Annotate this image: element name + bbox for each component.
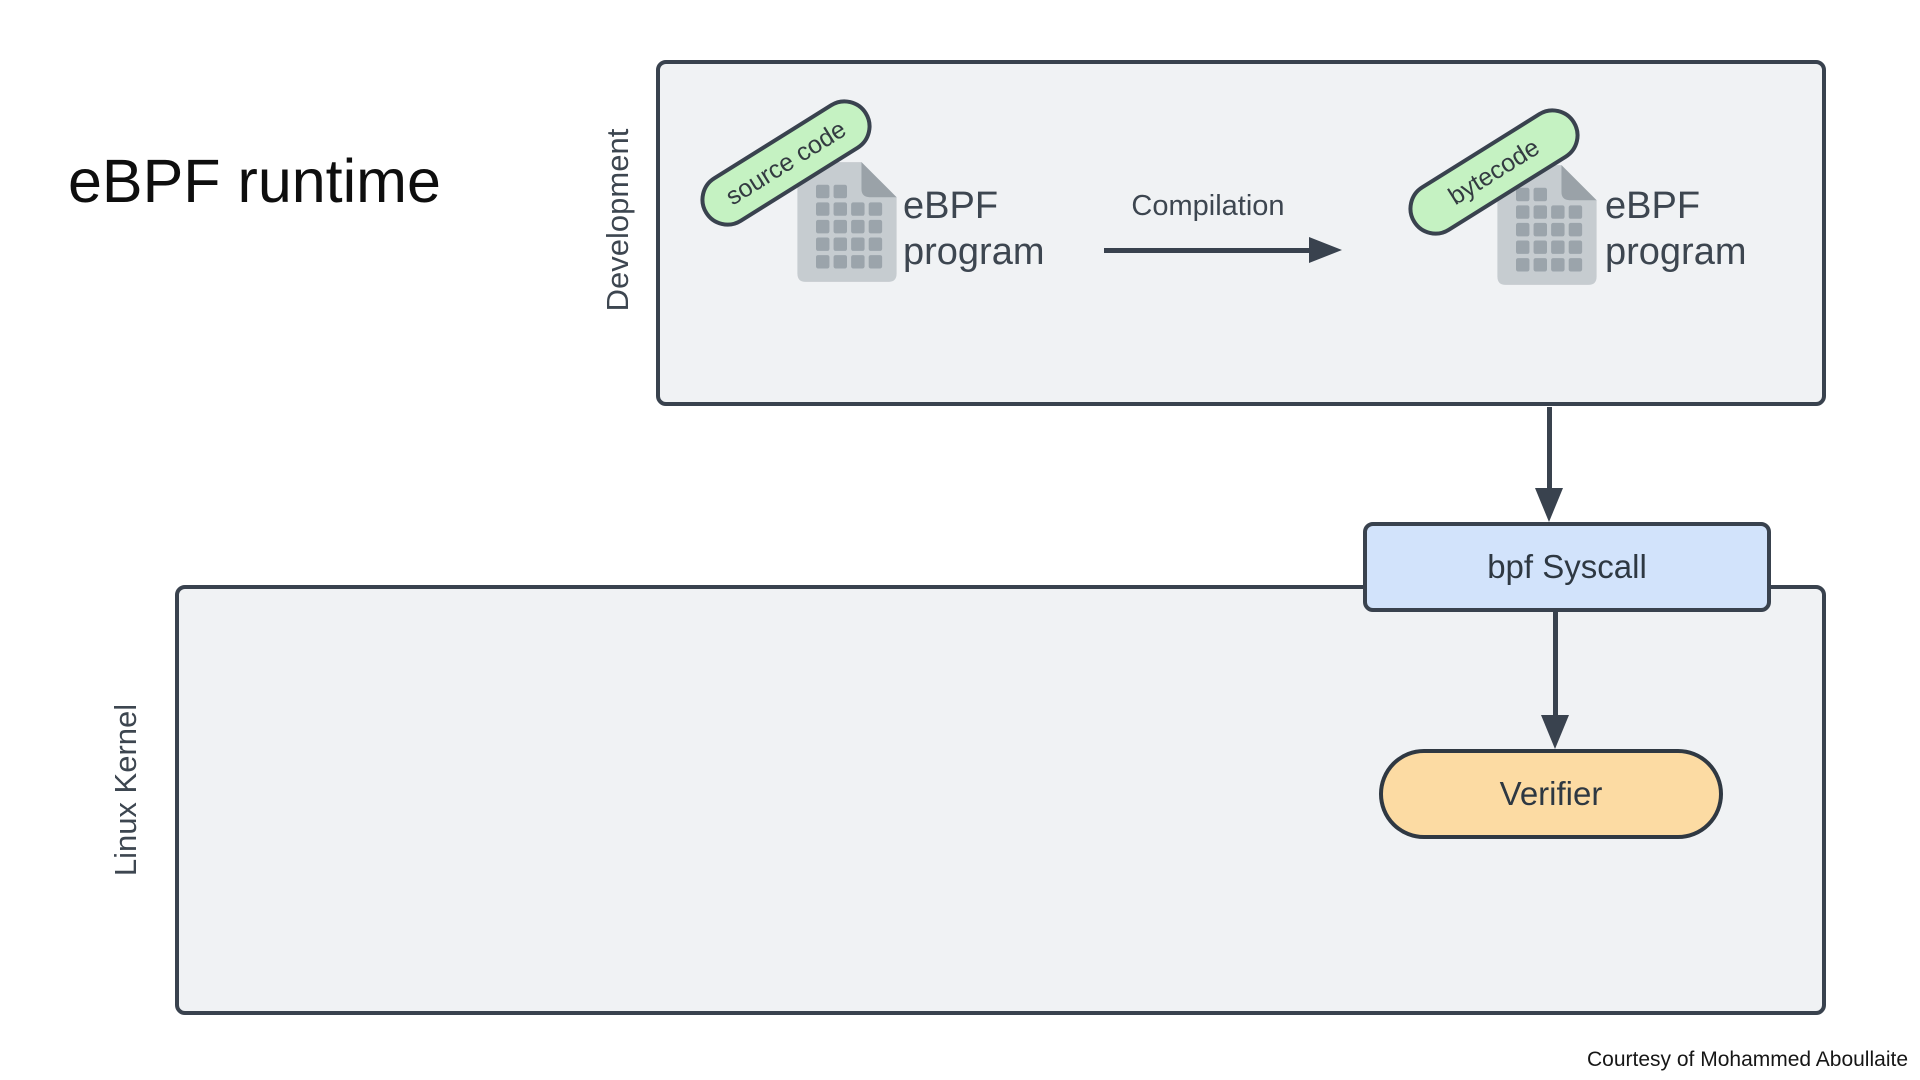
source-program-file-icon [797,162,897,282]
credit-text: Courtesy of Mohammed Aboullaite [1587,1048,1908,1071]
dev-to-syscall-arrowhead-icon [1535,488,1563,522]
linux-kernel-group-label: Linux Kernel [108,703,143,877]
dev-to-syscall-arrow [1547,407,1552,489]
compilation-arrow-label: Compilation [1131,190,1285,222]
verifier-label: Verifier [1499,775,1603,812]
compilation-arrowhead-icon [1309,237,1342,263]
syscall-to-verifier-arrow [1553,610,1558,716]
development-group-label: Development [600,128,635,312]
ebpf-program-bytecode-label: eBPF program [1605,185,1747,273]
bytecode-program-file-icon [1497,165,1597,285]
bpf-syscall-label: bpf Syscall [1487,548,1647,585]
page-title: eBPF runtime [68,147,441,215]
compilation-arrow [1104,248,1311,253]
verifier-node: Verifier [1379,749,1723,839]
bpf-syscall-node: bpf Syscall [1363,522,1771,612]
ebpf-program-source-label: eBPF program [903,185,1045,273]
syscall-to-verifier-arrowhead-icon [1541,715,1569,749]
